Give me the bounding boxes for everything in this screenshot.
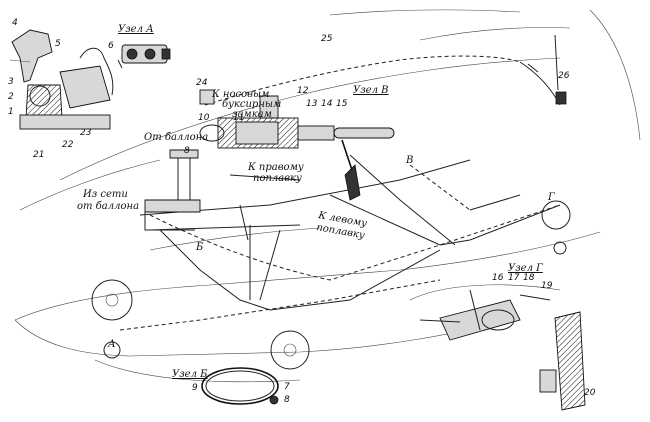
num-6: 6	[108, 41, 114, 51]
label-to-nose-tow-2: буксирным	[222, 99, 281, 110]
num-22: 22	[62, 140, 74, 150]
num-18: 18	[523, 273, 535, 283]
num-12: 12	[297, 86, 309, 96]
letter-b: Б	[195, 242, 204, 253]
node-a-header: Узел А	[118, 24, 154, 35]
node-g-detail	[409, 284, 586, 411]
node-a-inset	[117, 44, 171, 69]
label-to-nose-tow-1: К носовым	[211, 89, 269, 100]
valve-g	[541, 200, 571, 255]
num-4: 4	[12, 18, 18, 28]
num-26: 26	[558, 71, 570, 81]
num-20: 20	[584, 388, 596, 398]
fitting-26	[527, 34, 567, 105]
node-b-detail	[201, 367, 279, 405]
center-equipment	[144, 149, 301, 241]
num-10: 10	[198, 113, 210, 123]
num-21: 21	[33, 150, 44, 160]
num-1: 1	[8, 107, 14, 117]
num-16: 16	[492, 273, 504, 283]
num-8-center: 8	[184, 146, 190, 156]
node-b-header: Узел Б	[172, 369, 208, 380]
label-to-right-float-2: поплавку	[253, 173, 302, 184]
num-8: 8	[284, 395, 290, 405]
label-to-right-float-1: К правому	[247, 162, 304, 173]
node-a-detail	[9, 29, 114, 130]
num-9: 9	[192, 383, 198, 393]
num-19: 19	[541, 281, 553, 291]
num-25: 25	[321, 34, 333, 44]
node-g-header: Узел Г	[508, 263, 543, 274]
label-from-network-2: от баллона	[77, 201, 139, 212]
letter-v: В	[405, 155, 413, 166]
label-from-network-1: Из сети	[82, 189, 128, 200]
num-5: 5	[55, 39, 61, 49]
num-13: 13	[306, 99, 318, 109]
pipe-network	[119, 55, 561, 331]
num-7: 7	[284, 382, 290, 392]
aircraft-outline	[14, 9, 641, 383]
num-17: 17	[508, 273, 520, 283]
num-23: 23	[80, 128, 92, 138]
num-24: 24	[196, 78, 208, 88]
wheel-nose	[103, 341, 121, 359]
node-v-header: Узел В	[353, 85, 389, 96]
num-11: 11	[233, 113, 244, 123]
node-v-detail	[199, 89, 395, 201]
letter-a: А	[107, 339, 116, 350]
letter-g: Г	[547, 192, 555, 203]
label-from-cylinder: От баллона	[144, 132, 208, 143]
num-14: 14	[321, 99, 333, 109]
num-2: 2	[8, 92, 14, 102]
label-to-nose-tow-3: замкам	[232, 109, 272, 120]
wheel-left	[91, 279, 133, 321]
num-15: 15	[336, 99, 348, 109]
wheel-center	[270, 330, 310, 370]
num-3: 3	[8, 77, 14, 87]
